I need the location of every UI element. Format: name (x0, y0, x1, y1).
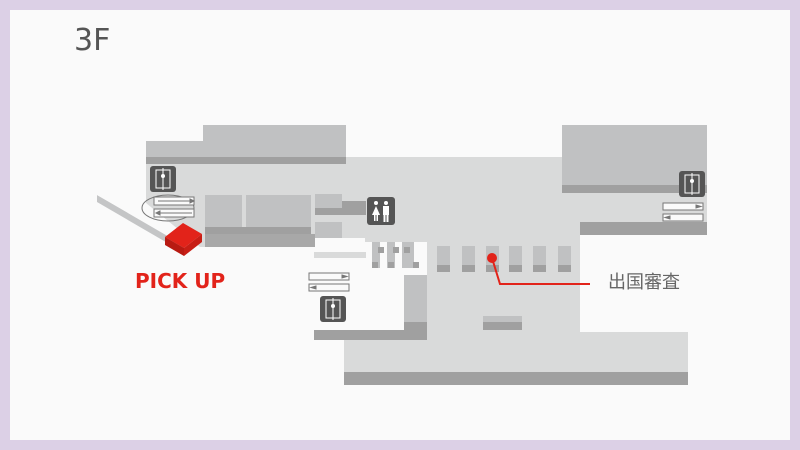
room-wall (314, 330, 427, 340)
escalator-icon (308, 272, 350, 292)
room-block-wall (404, 322, 427, 330)
pickup-label: PICK UP (135, 269, 225, 293)
elevator-icon[interactable] (150, 166, 176, 192)
shop (205, 195, 242, 228)
location-pin-icon[interactable] (487, 253, 497, 263)
shop (246, 195, 311, 228)
counter (483, 316, 522, 322)
east-wall (580, 222, 707, 235)
restroom-icon[interactable] (367, 197, 395, 225)
elevator-icon[interactable] (679, 171, 705, 197)
shop (315, 222, 342, 238)
terrace-edge (97, 195, 185, 252)
escalator-icon (662, 202, 704, 222)
shop-wall (205, 227, 311, 234)
block-east-wall (562, 185, 707, 193)
callout-line (491, 257, 590, 285)
counter-wall (483, 322, 522, 330)
shop (315, 194, 342, 208)
floor-label: 3F (74, 23, 110, 58)
room-counter (314, 252, 366, 258)
elevator-icon[interactable] (320, 296, 346, 322)
room-block (404, 275, 427, 323)
corridor-wall (342, 201, 366, 215)
shop-base (205, 234, 315, 247)
shop-wall (315, 208, 342, 215)
immigration-label: 出国審査 (608, 272, 680, 293)
pickup-box-icon[interactable] (165, 223, 202, 256)
escalator-icon (141, 194, 196, 222)
terrace-area (97, 125, 203, 245)
block-north-lower (146, 141, 346, 157)
block-north-wall (146, 157, 346, 164)
security-gates (372, 242, 419, 268)
south-wall (344, 372, 688, 385)
